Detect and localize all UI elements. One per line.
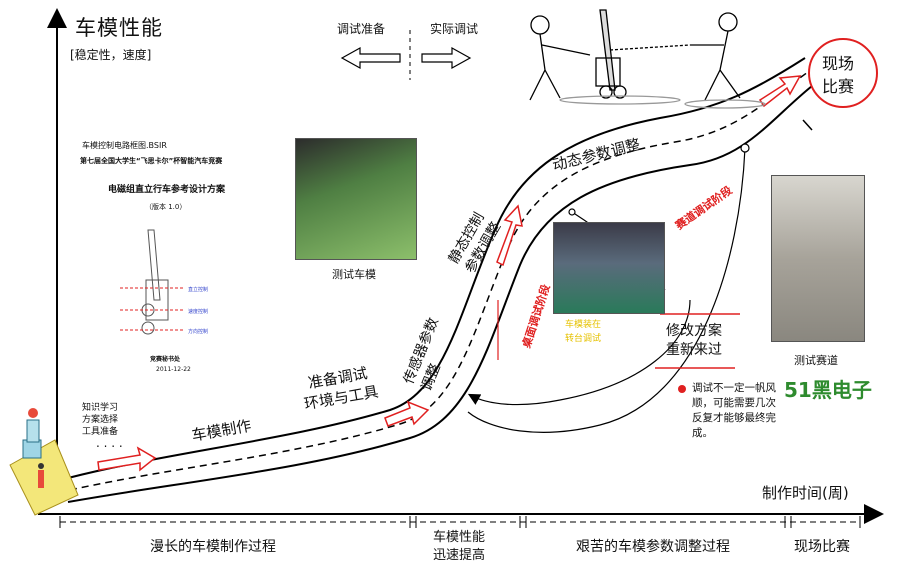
cartoon-arrows bbox=[340, 46, 472, 70]
prep-dots: . . . . bbox=[96, 436, 123, 450]
test-car-caption: 测试车模 bbox=[332, 268, 376, 281]
cartoon-prep-label: 调试准备 bbox=[337, 22, 386, 36]
phase-dimension-line bbox=[59, 516, 861, 528]
competition-circle bbox=[808, 38, 878, 108]
doc-legend-3: 方向控制 bbox=[188, 329, 209, 335]
cartoon-sketch bbox=[529, 9, 766, 109]
design-document: 车模控制电路框图.BSIR 第七届全国大学生“飞思卡尔”杯智能汽车竞赛 电磁组直… bbox=[70, 130, 290, 380]
doc-date: 2011-12-22 bbox=[156, 366, 191, 373]
doc-line-2: 第七届全国大学生“飞思卡尔”杯智能汽车竞赛 bbox=[80, 157, 223, 165]
doc-title: 电磁组直立行车参考设计方案 bbox=[108, 185, 226, 195]
prep-label: 知识学习 方案选择 工具准备 bbox=[82, 403, 119, 437]
phase-tuning: 艰苦的车模参数调整过程 bbox=[576, 539, 730, 555]
y-axis-sublabel: [稳定性，速度] bbox=[70, 48, 152, 62]
road bbox=[67, 57, 813, 503]
x-axis-label: 制作时间(周) bbox=[762, 484, 849, 502]
document-figure bbox=[120, 229, 185, 335]
doc-legend-1: 直立控制 bbox=[188, 287, 209, 293]
bench-photo bbox=[553, 222, 665, 314]
brand-label: 51黑电子 bbox=[784, 378, 872, 402]
bench-caption: 车模装在 转台调试 bbox=[565, 320, 602, 344]
phase-build: 漫长的车模制作过程 bbox=[150, 539, 276, 555]
doc-version: （版本 1.0） bbox=[145, 203, 187, 211]
phase-rapid: 车模性能 迅速提高 bbox=[433, 530, 486, 563]
debug-note: 调试不一定一帆风顺，可能需要几次反复才能够最终完成。 bbox=[692, 382, 776, 439]
modify-label: 修改方案 重新来过 bbox=[666, 323, 722, 358]
note-bullet-icon bbox=[678, 385, 686, 393]
cartoon-actual-label: 实际调试 bbox=[430, 22, 479, 36]
competition-label: 现场 比赛 bbox=[822, 54, 855, 96]
tower-figure bbox=[9, 408, 79, 516]
road-center-line bbox=[69, 71, 809, 491]
test-track-caption: 测试赛道 bbox=[794, 354, 838, 367]
doc-line-1: 车模控制电路框图.BSIR bbox=[82, 141, 167, 150]
doc-issuer: 竞赛秘书处 bbox=[150, 356, 181, 363]
phase-competition: 现场比赛 bbox=[794, 539, 850, 555]
test-track-photo bbox=[771, 175, 865, 342]
progress-arrows bbox=[97, 75, 802, 472]
doc-legend-2: 速度控制 bbox=[188, 309, 209, 315]
test-car-photo bbox=[295, 138, 417, 260]
y-axis-label: 车模性能 bbox=[75, 16, 163, 40]
